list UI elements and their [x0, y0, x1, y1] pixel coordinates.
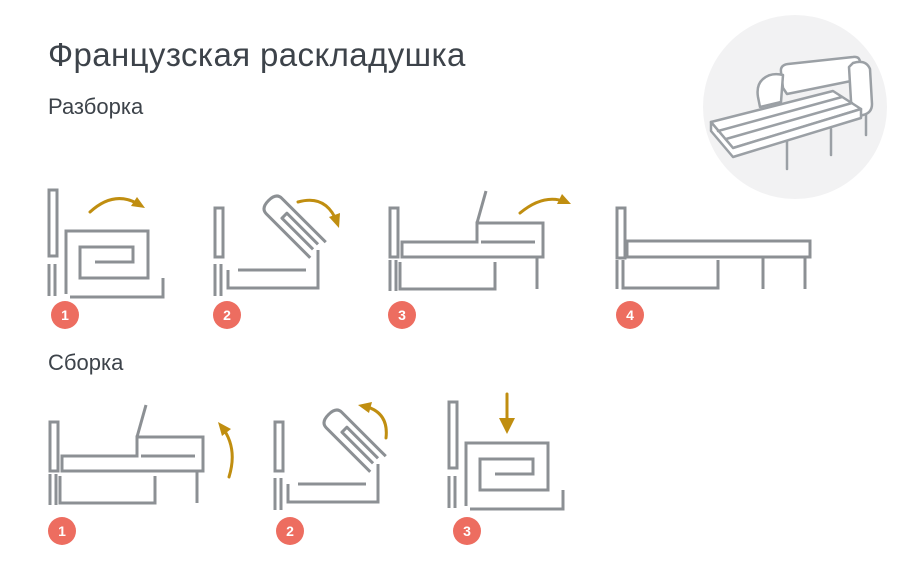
step-icon-sofa-folded	[47, 188, 165, 299]
sofa-bed-unfolded-icon	[703, 15, 887, 199]
step-icon-sofa-folded	[447, 392, 565, 511]
step-number: 3	[398, 307, 406, 323]
step-badge: 2	[213, 301, 241, 329]
step-number: 3	[463, 523, 471, 539]
step-badge: 4	[616, 301, 644, 329]
step-badge: 3	[453, 517, 481, 545]
step-number: 4	[626, 307, 634, 323]
step-number: 2	[223, 307, 231, 323]
step-icon-sofa-fully-unfolded	[615, 206, 812, 291]
step-badge: 2	[276, 517, 304, 545]
step-number: 1	[58, 523, 66, 539]
section-label-disassembly: Разборка	[48, 94, 144, 119]
step-icon-sofa-half-unfolded	[388, 189, 571, 293]
step-icon-sofa-tilted	[273, 402, 388, 512]
step-badge: 1	[48, 517, 76, 545]
page-title: Французская раскладушка	[48, 36, 466, 73]
step-icon-sofa-tilted	[213, 191, 340, 298]
arrow-arc-right-icon	[88, 197, 140, 214]
sofa-hero-badge	[703, 15, 887, 204]
step-number: 1	[61, 307, 69, 323]
step-number: 2	[286, 523, 294, 539]
step-icon-sofa-half-unfolded	[48, 403, 234, 507]
step-badge: 1	[51, 301, 79, 329]
step-badge: 3	[388, 301, 416, 329]
section-label-assembly: Сборка	[48, 350, 124, 375]
